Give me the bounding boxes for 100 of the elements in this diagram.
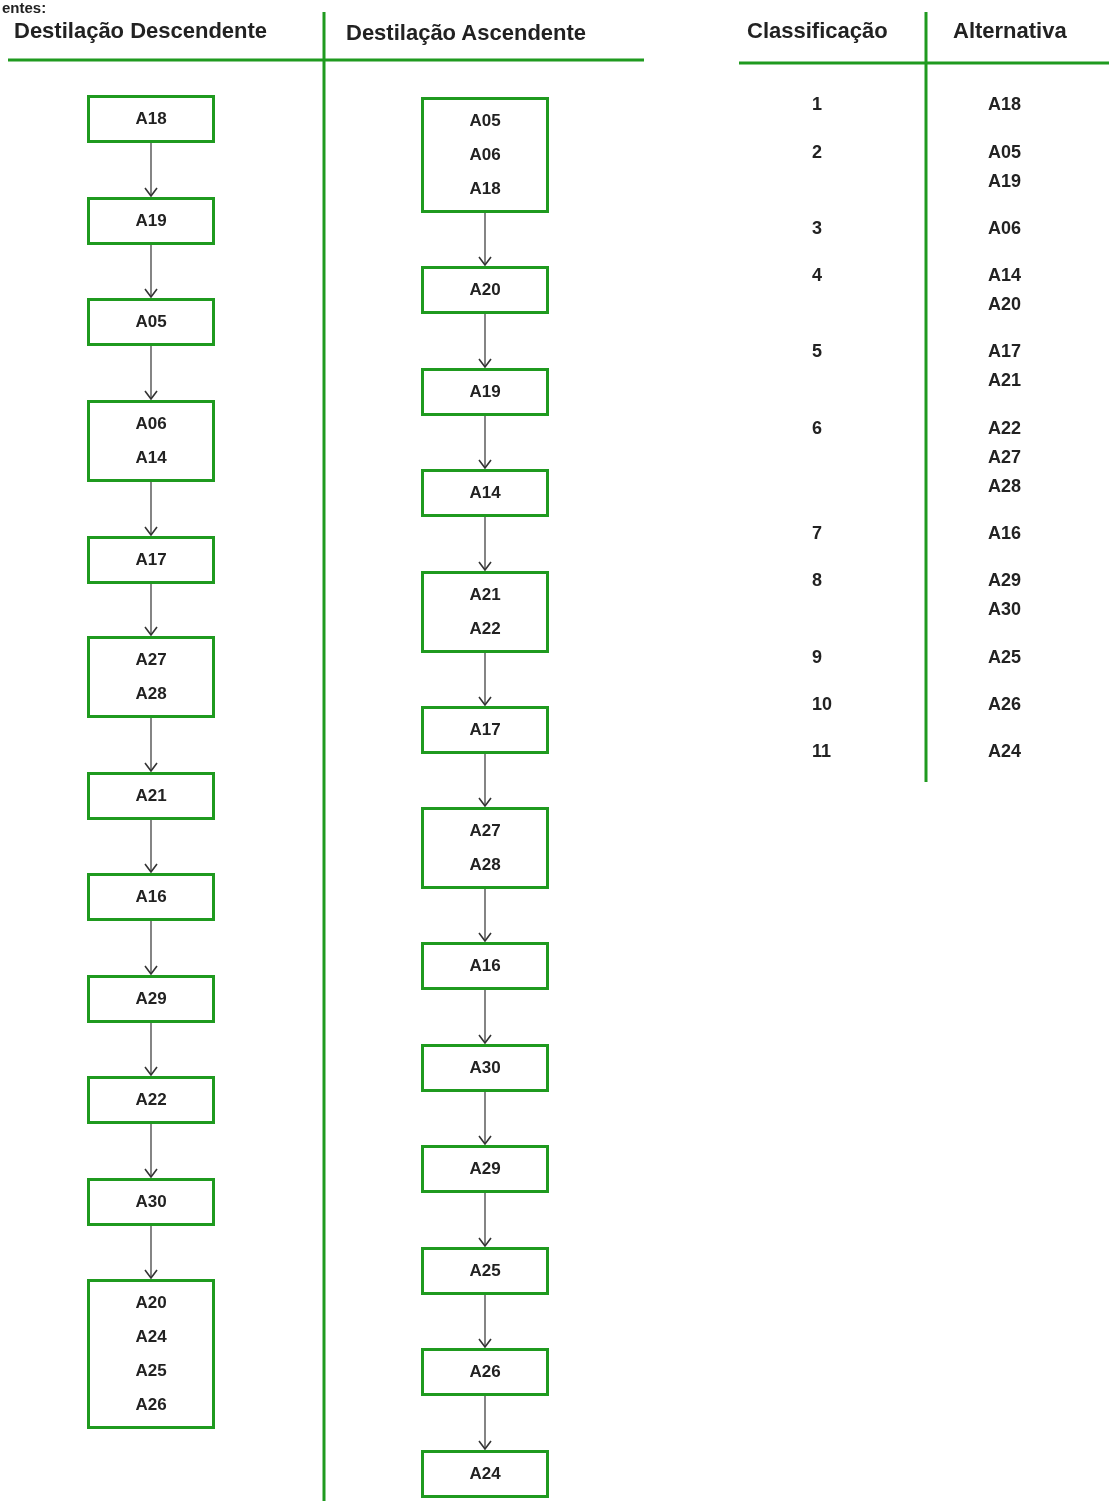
rank-cell-text: 8 [812,569,823,592]
alternative-code: A26 [135,1394,167,1416]
arrow [144,717,158,772]
rank-cell-text: 9 [812,646,823,669]
rank-cell-text: 1 [812,93,823,116]
process-box [421,97,549,213]
process-box [421,1247,549,1295]
arrow [144,345,158,400]
arrow [478,989,492,1044]
alternative-code: A18 [135,108,167,130]
alternative-cell-text: A25 [988,646,1023,669]
alternative-code: A14 [469,482,501,504]
rank-cell-text: 6 [812,417,823,440]
process-box [87,400,215,482]
arrow [478,1294,492,1348]
caption-fragment: entes: [2,0,47,16]
process-box [87,636,215,718]
process-box [87,975,215,1023]
column-header: Classificação [747,18,888,44]
alternative-code: A26 [469,1361,501,1383]
arrow [478,1395,492,1450]
rank-cell-text: 2 [812,141,823,164]
alternative-code: A28 [135,683,167,705]
process-box [421,266,549,314]
alternative-code: A19 [469,381,501,403]
alternative-cell-text: A29 A30 [988,569,1023,621]
column-header: Destilação Descendente [14,18,268,44]
process-box [87,1279,215,1429]
alternative-code: A18 [469,178,501,200]
alternative-code: A14 [135,447,167,469]
process-box [421,469,549,517]
process-box [421,807,549,889]
arrow [144,244,158,298]
arrow [478,1192,492,1247]
process-box [421,368,549,416]
arrow [144,920,158,975]
alternative-cell-text: A05 A19 [988,141,1023,193]
alternative-code: A27 [135,649,167,671]
process-box [421,1450,549,1498]
arrow [478,516,492,571]
column-header: Alternativa [953,18,1067,44]
alternative-code: A28 [469,854,501,876]
alternative-code: A30 [135,1191,167,1213]
process-box [87,536,215,584]
process-box [87,95,215,143]
alternative-code: A24 [469,1463,501,1485]
arrow [144,481,158,536]
alternative-code: A30 [469,1057,501,1079]
rank-cell-text: 11 [812,740,833,763]
alternative-code: A24 [135,1326,167,1348]
arrow [144,819,158,873]
arrow [144,1225,158,1279]
process-box [421,1145,549,1193]
arrow [478,888,492,942]
column-header: Destilação Ascendente [346,20,587,46]
arrow [144,583,158,636]
alternative-cell-text: A22 A27 A28 [988,417,1023,498]
arrow [478,753,492,807]
alternative-code: A16 [135,886,167,908]
rank-cell-text: 7 [812,522,823,545]
process-box [87,197,215,245]
alternative-code: A05 [469,110,501,132]
arrow [478,415,492,469]
alternative-cell-text: A16 [988,522,1023,545]
process-box [87,1178,215,1226]
process-box [87,873,215,921]
process-box [421,1348,549,1396]
alternative-cell-text: A06 [988,217,1023,240]
rank-cell-text: 10 [812,693,834,716]
process-box [421,571,549,653]
alternative-code: A05 [135,311,167,333]
alternative-cell-text: A18 [988,93,1023,116]
alternative-code: A27 [469,820,501,842]
alternative-cell-text: A17 A21 [988,340,1023,392]
arrow [478,652,492,706]
arrow [144,1123,158,1178]
process-box [421,1044,549,1092]
alternative-code: A19 [135,210,167,232]
alternative-code: A25 [135,1360,167,1382]
rank-cell-text: 5 [812,340,823,363]
alternative-code: A17 [135,549,167,571]
alternative-cell-text: A14 A20 [988,264,1023,316]
alternative-code: A20 [135,1292,167,1314]
process-box [421,942,549,990]
process-box [87,298,215,346]
alternative-code: A29 [135,988,167,1010]
process-box [87,772,215,820]
alternative-code: A22 [135,1089,167,1111]
arrow [144,1022,158,1076]
alternative-code: A16 [469,955,501,977]
alternative-cell-text: A26 [988,693,1023,716]
arrow [478,313,492,368]
arrow [478,1091,492,1145]
alternative-code: A17 [469,719,501,741]
alternative-code: A06 [135,413,167,435]
rank-cell-text: 3 [812,217,823,240]
alternative-code: A29 [469,1158,501,1180]
arrow [144,142,158,197]
rank-cell-text: 4 [812,264,823,287]
alternative-code: A22 [469,618,501,640]
